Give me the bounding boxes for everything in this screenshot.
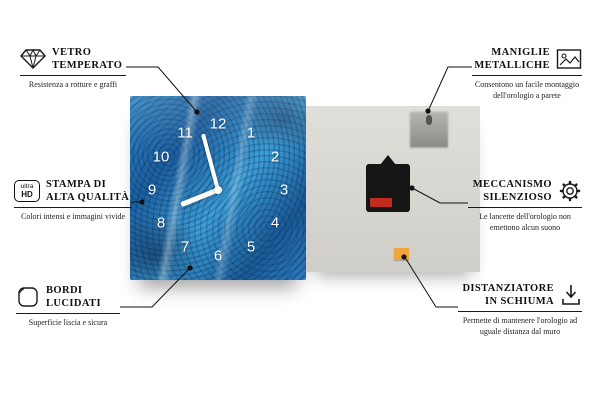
clock-number: 5 — [246, 238, 256, 256]
callout-header: MECCANISMO SILENZIOSO — [468, 178, 582, 209]
callout-title: BORDI LUCIDATI — [46, 285, 101, 310]
callout-title: MANIGLIE METALLICHE — [474, 47, 550, 72]
clock-number: 11 — [177, 124, 193, 142]
callout-maniglie-metalliche: MANIGLIE METALLICHE Consentono un facile… — [472, 46, 582, 102]
callout-distanziatore-schiuma: DISTANZIATORE IN SCHIUMA Permette di man… — [458, 282, 582, 338]
clock-number: 12 — [209, 115, 227, 133]
clock-mechanism — [366, 155, 410, 212]
callout-header: DISTANZIATORE IN SCHIUMA — [458, 282, 582, 313]
callout-bordi-lucidati: BORDI LUCIDATI Superficie liscia e sicur… — [16, 284, 120, 329]
picture-frame-icon — [556, 48, 582, 70]
battery — [370, 198, 392, 207]
clock-number: 7 — [180, 238, 190, 256]
gear-icon — [558, 179, 582, 203]
mechanism-hook — [380, 155, 396, 165]
callout-header: BORDI LUCIDATI — [16, 284, 120, 315]
ultra-hd-text: HD — [21, 190, 33, 200]
callout-description: Superficie liscia e sicura — [28, 318, 108, 328]
diamond-icon — [20, 48, 46, 70]
callout-description: Consentono un facile montaggio dell'orol… — [474, 80, 580, 101]
clock-back-panel — [306, 106, 480, 272]
callout-title: MECCANISMO SILENZIOSO — [472, 179, 552, 204]
clock-number: 2 — [270, 148, 280, 166]
hour-hand — [180, 187, 219, 208]
minute-hand — [201, 133, 220, 191]
polished-edge-icon — [16, 285, 40, 309]
callout-header: ultra HD STAMPA DI ALTA QUALITÀ — [14, 178, 132, 209]
ultra-hd-text: ultra — [20, 182, 34, 190]
clock-number: 9 — [147, 181, 157, 199]
spacer-arrow-icon — [560, 283, 582, 307]
callout-title: VETRO TEMPERATO — [52, 47, 123, 72]
ultra-hd-icon: ultra HD — [14, 180, 40, 203]
callout-meccanismo-silenzioso: MECCANISMO SILENZIOSO Le lancette dell'o… — [468, 178, 582, 234]
callout-description: Permette di mantenere l'orologio ad ugua… — [462, 316, 578, 337]
clock-number: 10 — [152, 148, 170, 166]
foam-spacer — [394, 248, 409, 260]
clock-number: 6 — [213, 247, 223, 265]
clock-number: 4 — [270, 214, 280, 232]
callout-description: Colori intensi e immagini vivide — [21, 212, 125, 222]
callout-title: STAMPA DI ALTA QUALITÀ — [46, 179, 130, 204]
clock-number: 1 — [246, 124, 256, 142]
callout-header: MANIGLIE METALLICHE — [472, 46, 582, 77]
callout-description: Le lancette dell'orologio non emettono a… — [479, 212, 571, 233]
callout-title: DISTANZIATORE IN SCHIUMA — [462, 283, 554, 308]
metal-hanger-plate — [410, 111, 448, 147]
clock-front-face: 12 1 2 3 4 5 6 7 8 9 10 11 — [130, 96, 306, 280]
clock-center-cap — [214, 186, 222, 194]
clock-number: 8 — [156, 214, 166, 232]
callout-vetro-temperato: VETRO TEMPERATO Resistenza a rotture e g… — [20, 46, 126, 91]
callout-description: Resistenza a rotture e graffi — [28, 80, 118, 90]
clock-number: 3 — [279, 181, 289, 199]
callout-stampa-alta-qualita: ultra HD STAMPA DI ALTA QUALITÀ Colori i… — [14, 178, 132, 223]
connector-maniglie — [428, 66, 472, 110]
callout-header: VETRO TEMPERATO — [20, 46, 126, 77]
